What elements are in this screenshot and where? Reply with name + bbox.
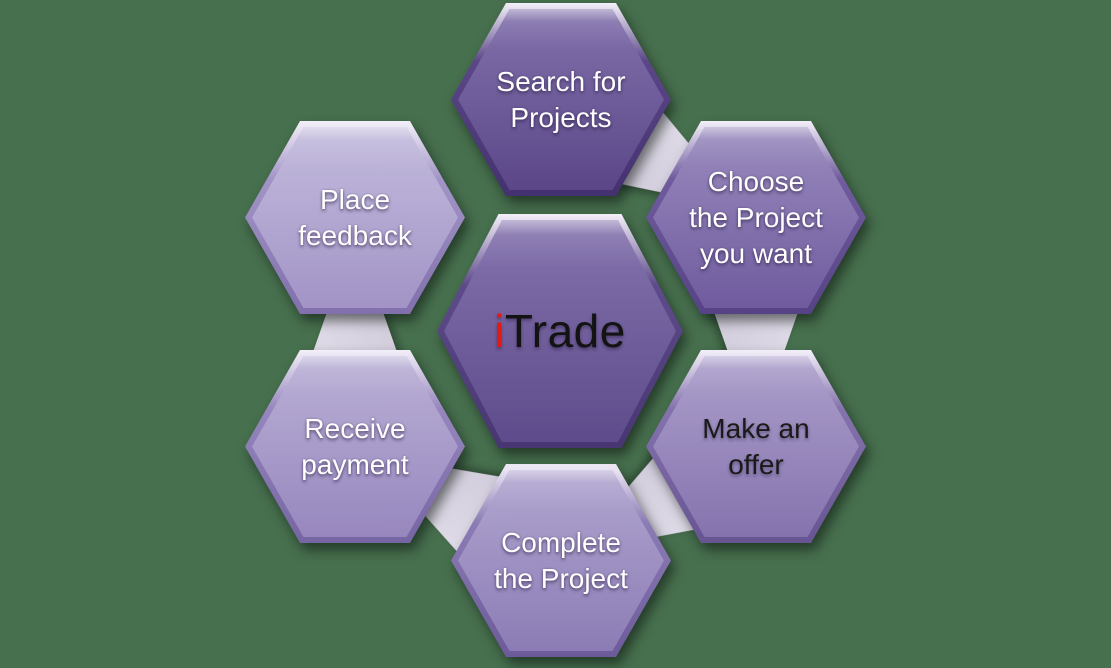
hexagon-center-itrade: iTrade [437, 214, 683, 448]
hexagon-complete-the-project: Complete the Project [451, 464, 671, 657]
brand-prefix: i [494, 305, 505, 357]
hexagon-label: Receive payment [301, 412, 409, 480]
hexagon-receive-payment: Receive payment [245, 350, 465, 543]
hexagon-label: Make an offer [702, 412, 810, 480]
hexagon-search-for-projects: Search for Projects [451, 3, 671, 196]
hexagon-face [252, 127, 458, 308]
brand-rest: Trade [504, 305, 626, 357]
hexagon-label: Complete the Project [494, 526, 628, 594]
hexagon-place-feedback: Place feedback [245, 121, 465, 314]
hexagon-make-an-offer: Make an offer [646, 350, 866, 543]
hexagon-face [252, 356, 458, 537]
hexagon-label: Search for Projects [496, 65, 626, 133]
hexagon-label: Place feedback [298, 183, 412, 251]
hexagon-choose-the-project: Choose the Project you want [646, 121, 866, 314]
brand-title: iTrade [437, 214, 683, 448]
hexagon-label: Choose the Project you want [689, 165, 823, 269]
